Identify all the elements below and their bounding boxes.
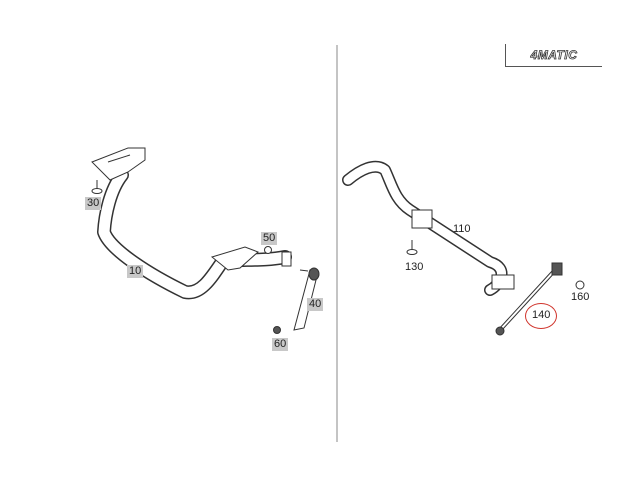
part-label-40[interactable]: 40 bbox=[307, 298, 324, 311]
bolt-130 bbox=[406, 240, 418, 255]
highlight-circle bbox=[525, 303, 557, 329]
nut-60 bbox=[273, 326, 281, 334]
nut-50 bbox=[264, 246, 272, 254]
4matic-logo: 4MATIC bbox=[505, 44, 602, 67]
bracket-right bbox=[210, 246, 292, 271]
part-label-130[interactable]: 130 bbox=[405, 261, 424, 273]
part-label-50[interactable]: 50 bbox=[261, 232, 278, 245]
bolt-30 bbox=[91, 180, 103, 194]
part-label-10[interactable]: 10 bbox=[127, 265, 144, 278]
bracket-left bbox=[91, 147, 146, 181]
part-label-160[interactable]: 160 bbox=[571, 291, 590, 303]
bushing-clamp bbox=[411, 209, 515, 290]
part-label-60[interactable]: 60 bbox=[272, 338, 289, 351]
washer-160 bbox=[575, 280, 585, 290]
link-40 bbox=[293, 267, 320, 331]
link-140 bbox=[495, 262, 563, 336]
part-label-110[interactable]: 110 bbox=[453, 223, 471, 235]
part-label-30[interactable]: 30 bbox=[85, 197, 102, 210]
